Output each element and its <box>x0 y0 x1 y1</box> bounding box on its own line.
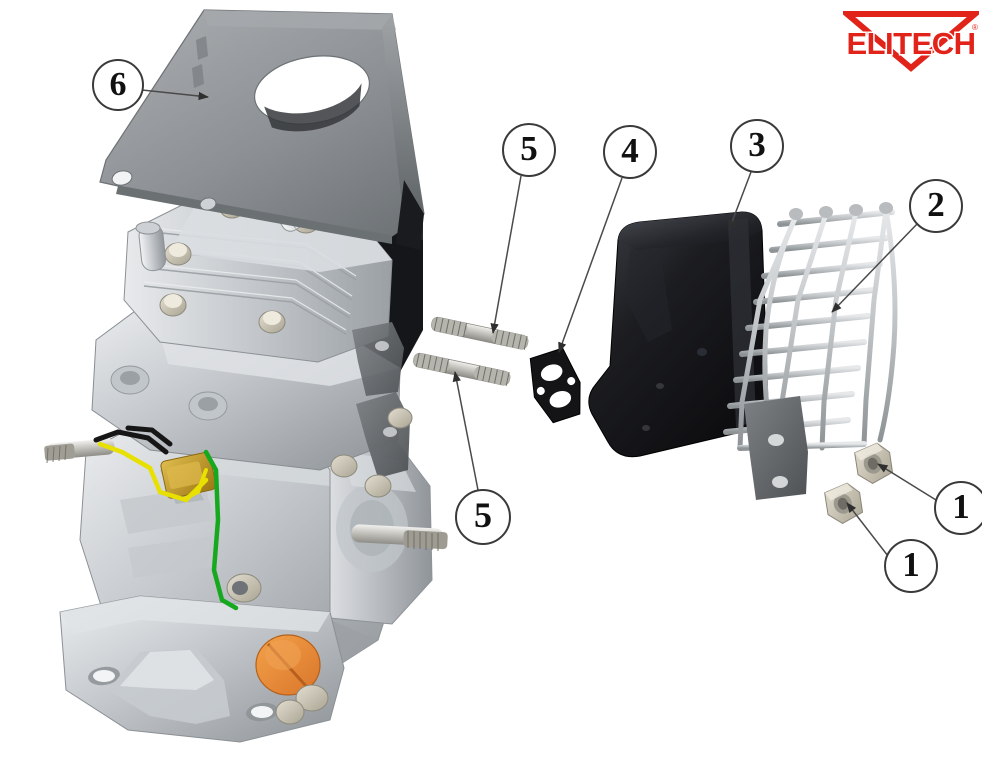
callout-6-label: 6 <box>110 66 127 103</box>
callout-6-leader-line <box>141 89 210 101</box>
logo-trademark-symbol: ® <box>972 23 978 32</box>
callout-1-lower-label: 1 <box>902 545 920 584</box>
callout-layer: 6 5 4 3 2 5 11 <box>92 59 982 593</box>
callout-1-lower[interactable]: 1 <box>846 502 938 593</box>
callout-2[interactable]: 2 <box>831 179 963 313</box>
engine-mounting-base <box>59 595 345 743</box>
callout-3-label: 3 <box>748 125 766 164</box>
callout-1-lower-balloon[interactable] <box>884 539 938 593</box>
callout-5-lower[interactable]: 5 <box>452 370 511 545</box>
callout-4[interactable]: 4 <box>558 125 657 353</box>
callout-1-upper[interactable]: 1 <box>877 463 982 535</box>
callout-5-lower-label: 5 <box>474 495 492 535</box>
engine-assembly <box>44 179 448 743</box>
callout-6-balloon[interactable] <box>92 59 144 111</box>
callout-2-leader-line <box>831 222 919 313</box>
callout-4-leader-line <box>558 177 623 353</box>
callout-1-upper-leader-line <box>877 463 937 501</box>
part-5-muffler-stud-upper <box>431 316 529 350</box>
engine-wiring-harness <box>93 425 239 611</box>
output-shaft-left <box>44 438 115 464</box>
callout-5-lower-leader-line <box>452 370 479 491</box>
callout-1-lower-leader-line <box>846 502 889 557</box>
callout-4-balloon[interactable] <box>603 125 657 179</box>
breather-post <box>135 221 167 272</box>
callout-4-label: 4 <box>621 131 639 170</box>
callout-6[interactable]: 6 <box>92 59 210 111</box>
part-1-flange-nut-lower <box>824 482 864 524</box>
callout-1-upper-label: 1 <box>952 487 970 526</box>
bracket-bolts <box>330 407 413 498</box>
oil-fill-cap <box>255 634 321 696</box>
elitech-logo: ELITECH ® <box>843 8 979 72</box>
callout-3-leader-line <box>728 171 752 231</box>
callout-2-label: 2 <box>927 185 945 224</box>
logo-triangle-icon <box>843 11 979 72</box>
callout-5-upper-label: 5 <box>520 129 538 168</box>
part-1-flange-nut-upper <box>854 442 894 484</box>
ground-terminal-bolt <box>226 573 262 603</box>
callout-5-upper-balloon[interactable] <box>502 123 556 177</box>
output-shaft-right <box>351 524 448 551</box>
callout-5-upper-leader-line <box>490 175 522 335</box>
callout-1-upper-balloon[interactable] <box>934 481 982 535</box>
part-5-muffler-stud-lower <box>413 352 511 386</box>
oil-cap-bolt <box>275 684 329 725</box>
logo-wordmark-text: ELITECH <box>846 26 975 61</box>
part-6-engine-top-cover <box>99 9 425 250</box>
part-4-muffler-gasket <box>529 347 581 424</box>
callout-3[interactable]: 3 <box>728 119 784 231</box>
part-2-muffler-guard <box>723 202 898 500</box>
callout-5-upper[interactable]: 5 <box>490 123 556 335</box>
part-3-muffler <box>588 211 769 458</box>
elitech-logo-mark: ELITECH ® <box>843 11 979 72</box>
callout-3-balloon[interactable] <box>730 119 784 173</box>
callout-5-lower-balloon[interactable] <box>455 489 511 545</box>
callout-2-balloon[interactable] <box>909 179 963 233</box>
